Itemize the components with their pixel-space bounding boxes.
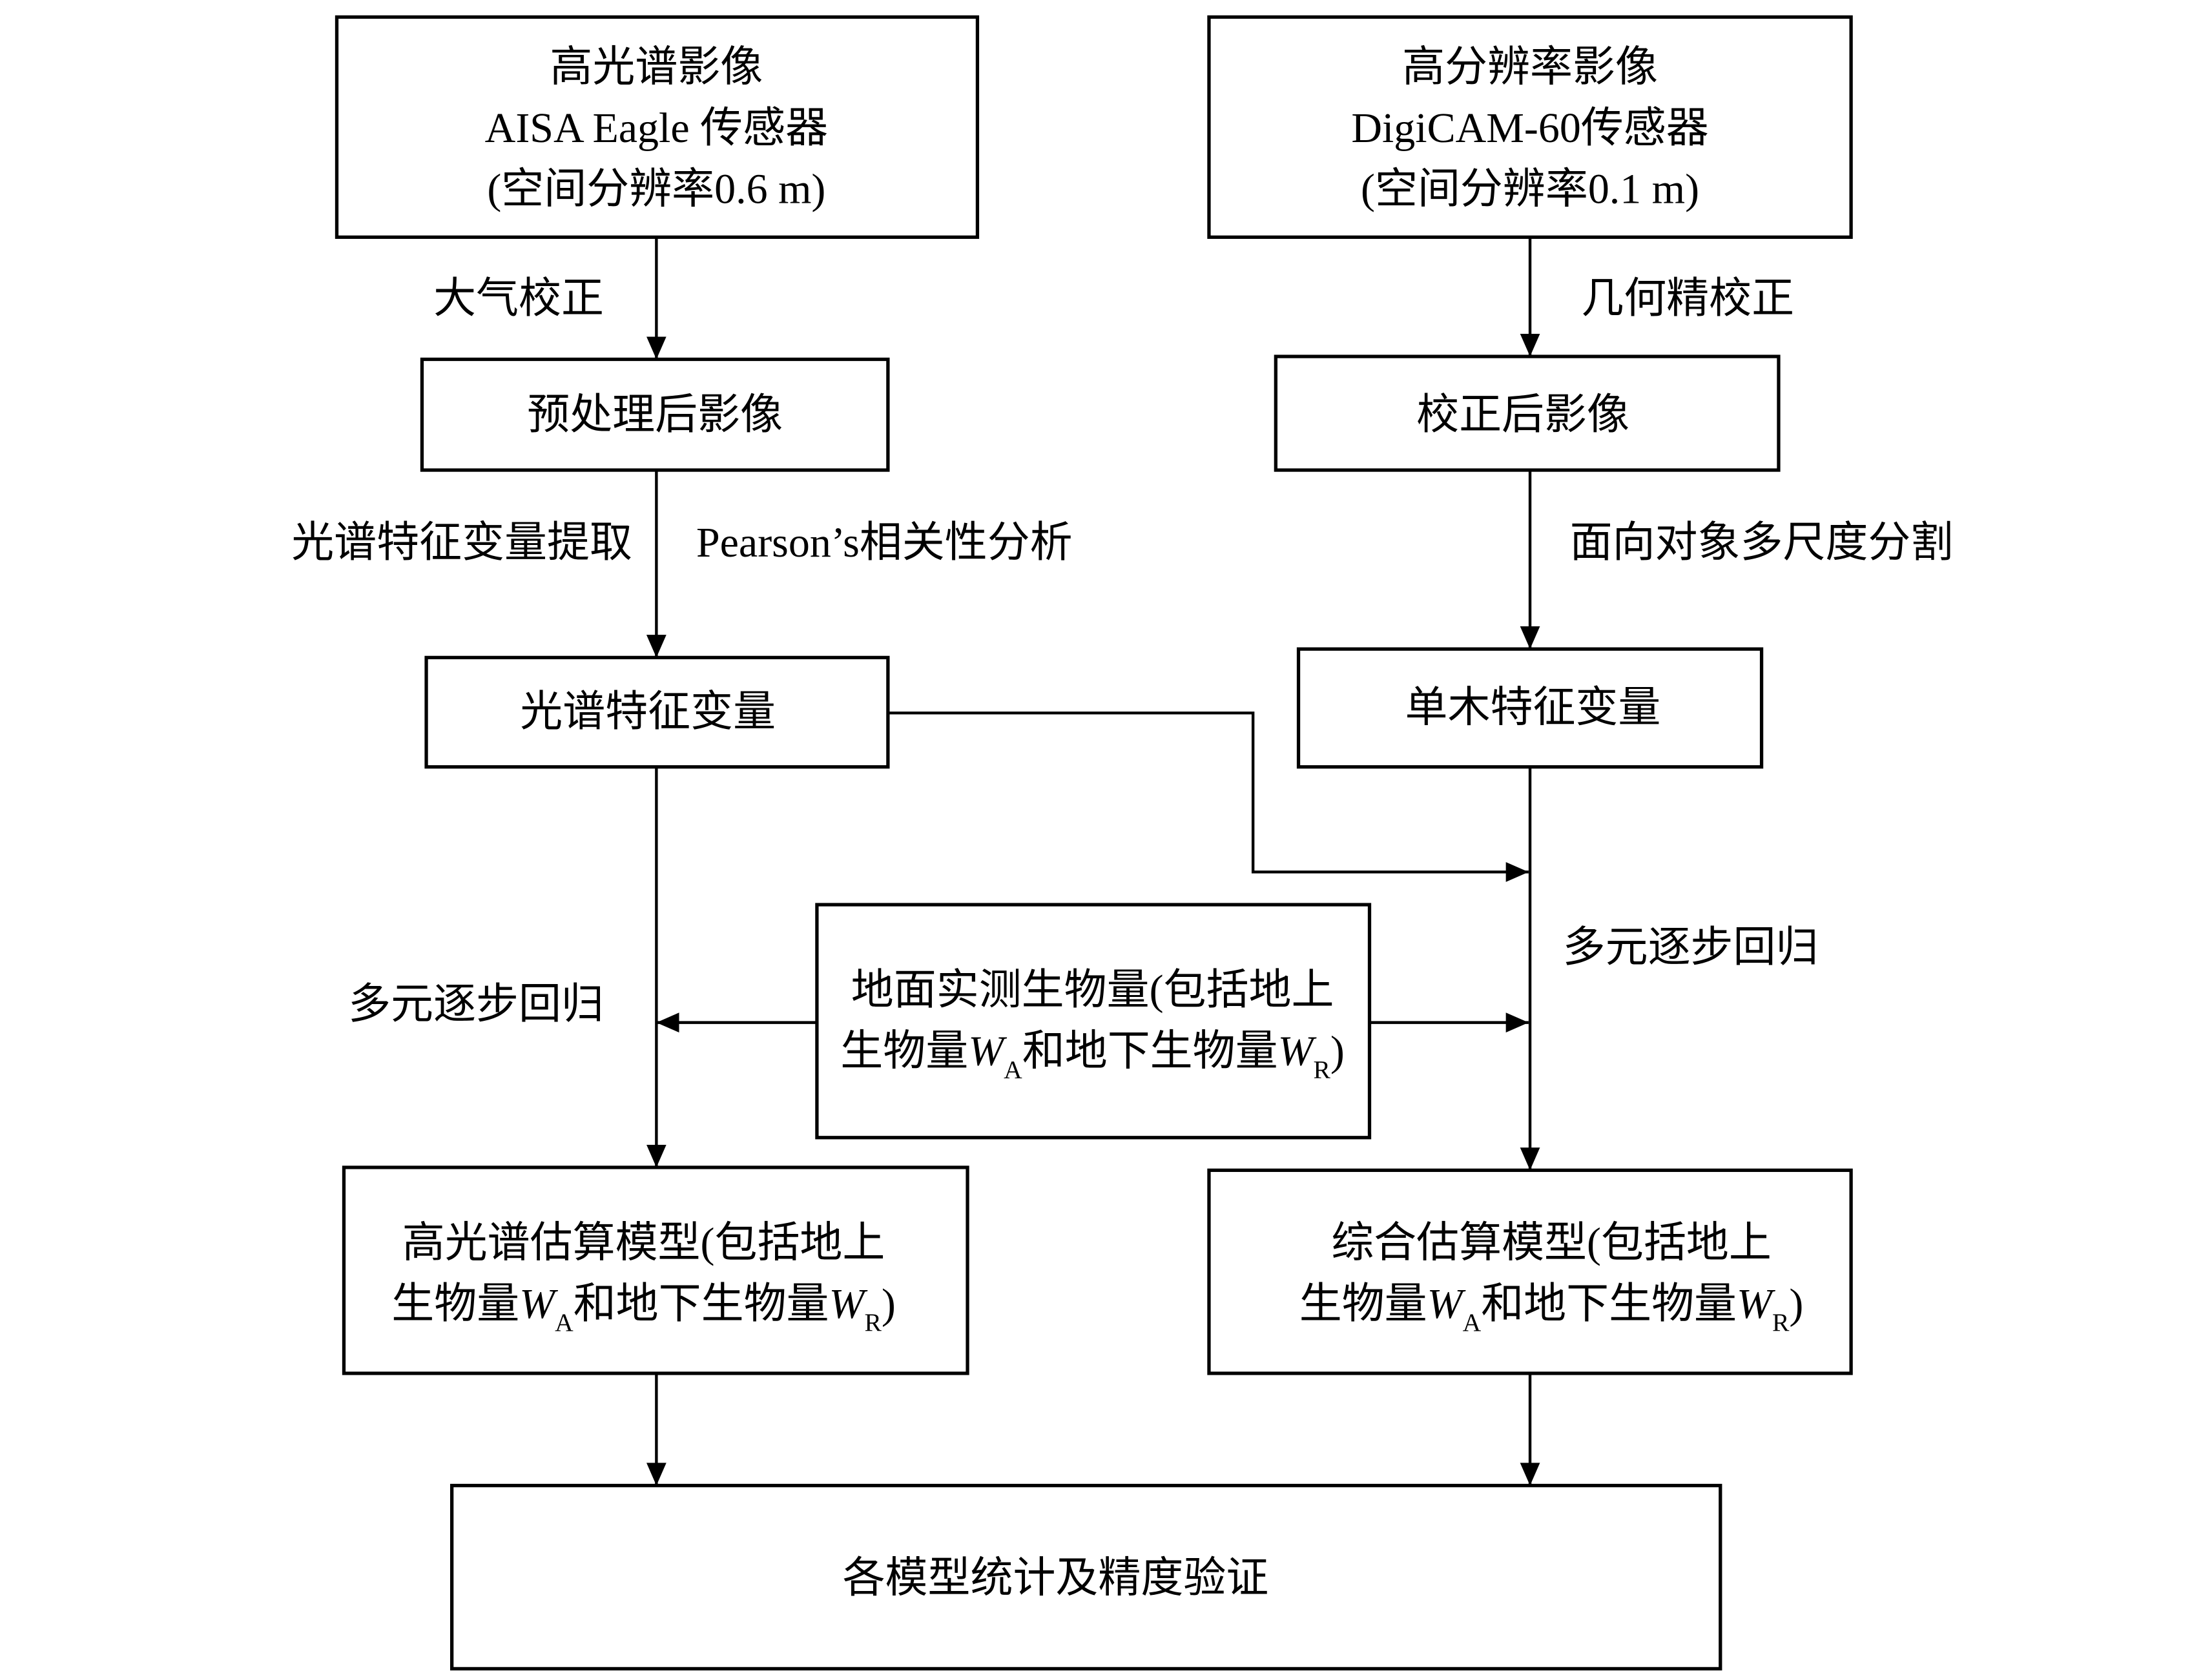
field-biomass-var-w-a: W: [968, 1028, 1007, 1075]
field-biomass-pre: 生物量: [840, 1028, 968, 1075]
integrated-model-sub-r: R: [1772, 1308, 1790, 1337]
high-res-image-box: 高分辨率影像 DigiCAM-60传感器 (空间分辨率0.1 m): [1207, 15, 1853, 239]
tree-features-box: 单木特征变量: [1296, 647, 1764, 769]
label-pearson-analysis: Pearson’s相关性分析: [696, 519, 1073, 566]
integrated-model-line1: 综合估算模型(包括地上: [1331, 1220, 1772, 1267]
field-biomass-box: 地面实测生物量(包括地上 生物量WA和地下生物量WR): [815, 903, 1372, 1140]
hyperspectral-image-box: 高光谱影像 AISA Eagle 传感器 (空间分辨率0.6 m): [335, 15, 980, 239]
hyperspectral-model-var-w-a: W: [519, 1280, 558, 1328]
integrated-model-post: ): [1789, 1280, 1803, 1328]
high-res-resolution: (空间分辨率0.1 m): [1361, 166, 1699, 213]
hyperspectral-model-box: 高光谱估算模型(包括地上 生物量WA和地下生物量WR): [342, 1165, 969, 1375]
field-biomass-line1: 地面实测生物量(包括地上: [851, 967, 1334, 1014]
hyperspectral-image-title: 高光谱影像: [550, 43, 763, 90]
integrated-model-box: 综合估算模型(包括地上 生物量WA和地下生物量WR): [1207, 1168, 1853, 1375]
field-biomass-sub-a: A: [1004, 1055, 1022, 1083]
label-atmospheric-correction: 大气校正: [433, 275, 604, 322]
field-biomass-sub-r: R: [1314, 1055, 1331, 1083]
preprocessed-image-label: 预处理后影像: [527, 391, 783, 438]
corrected-image-label: 校正后影像: [1416, 391, 1629, 438]
field-biomass-line2: 生物量WA和地下生物量WR): [840, 1028, 1345, 1084]
spectral-features-box: 光谱特征变量: [424, 655, 890, 769]
hyperspectral-model-mid: 和地下生物量: [574, 1280, 829, 1328]
tree-features-label: 单木特征变量: [1405, 684, 1661, 731]
high-res-image-title: 高分辨率影像: [1402, 43, 1658, 90]
label-geometric-correction: 几何精校正: [1581, 275, 1794, 322]
validation-label: 各模型统计及精度验证: [843, 1555, 1269, 1602]
label-spectral-extraction: 光谱特征变量提取: [291, 519, 632, 566]
integrated-model-mid: 和地下生物量: [1481, 1280, 1737, 1328]
hyperspectral-model-post: ): [882, 1280, 896, 1328]
field-biomass-mid: 和地下生物量: [1022, 1028, 1278, 1075]
hyperspectral-resolution: (空间分辨率0.6 m): [487, 166, 825, 213]
spectral-features-label: 光谱特征变量: [520, 688, 776, 735]
validation-box: 各模型统计及精度验证: [450, 1484, 1722, 1671]
integrated-model-line2: 生物量WA和地下生物量WR): [1299, 1280, 1804, 1337]
hyperspectral-model-sub-r: R: [864, 1308, 882, 1337]
hyperspectral-model-line1: 高光谱估算模型(包括地上: [402, 1220, 885, 1267]
integrated-model-sub-a: A: [1463, 1308, 1482, 1337]
hyperspectral-model-line2: 生物量WA和地下生物量WR): [391, 1280, 896, 1337]
hyperspectral-model-sub-a: A: [555, 1308, 574, 1337]
field-biomass-var-w-r: W: [1278, 1028, 1317, 1075]
integrated-model-var-w-a: W: [1427, 1280, 1466, 1328]
preprocessed-image-box: 预处理后影像: [420, 357, 890, 472]
label-regression-left: 多元逐步回归: [348, 981, 604, 1028]
hyperspectral-model-var-w-r: W: [829, 1280, 868, 1328]
arrow-spectral-to-integrated: [887, 711, 1529, 882]
integrated-model-pre: 生物量: [1299, 1280, 1427, 1328]
label-regression-right: 多元逐步回归: [1563, 924, 1819, 971]
label-segmentation: 面向对象多尺度分割: [1570, 519, 1954, 566]
high-res-sensor: DigiCAM-60传感器: [1351, 105, 1708, 152]
field-biomass-post: ): [1330, 1028, 1345, 1075]
hyperspectral-model-pre: 生物量: [391, 1280, 519, 1328]
corrected-image-box: 校正后影像: [1274, 354, 1781, 472]
integrated-model-var-w-r: W: [1737, 1280, 1775, 1328]
hyperspectral-sensor: AISA Eagle 传感器: [485, 105, 828, 152]
